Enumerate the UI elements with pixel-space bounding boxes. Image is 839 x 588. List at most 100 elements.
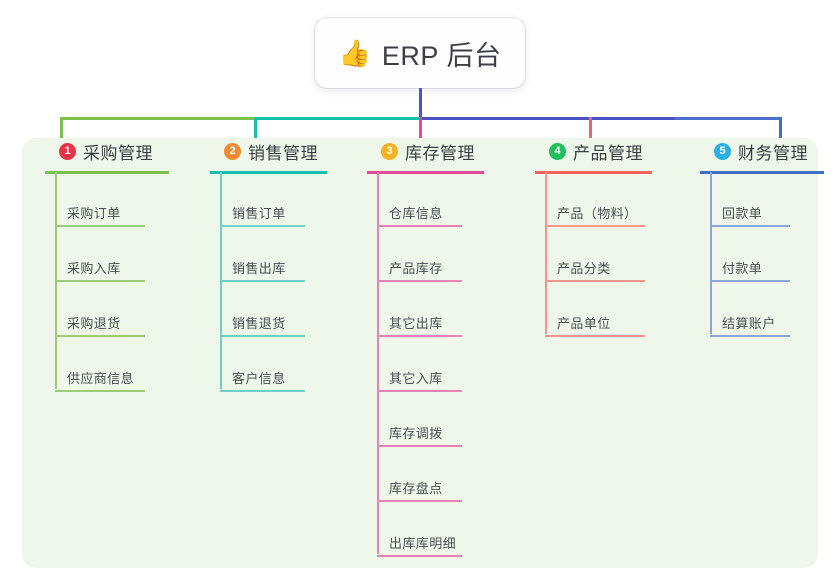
branch-header-rule — [535, 171, 652, 174]
branch-leaf-item[interactable]: 采购退货 — [45, 313, 157, 337]
branch-header-5[interactable]: 5 财务管理 — [700, 138, 808, 164]
branch-leaf-label: 供应商信息 — [67, 371, 135, 386]
branch-leaf-item[interactable]: 其它入库 — [367, 368, 474, 392]
branch-leaf-item[interactable]: 客户信息 — [210, 368, 317, 392]
branch-leaf-item[interactable]: 产品（物料） — [535, 203, 657, 227]
branch-leaf-label: 产品分类 — [557, 261, 611, 276]
branch-leaf-item[interactable]: 产品库存 — [367, 258, 474, 282]
branch-number-badge: 1 — [59, 142, 76, 160]
branch-rail — [377, 172, 379, 554]
branch-number-badge: 2 — [224, 142, 241, 160]
branch-leaf-underline — [377, 555, 462, 557]
branch-leaf-label: 产品单位 — [557, 316, 611, 331]
branch-leaf-item[interactable]: 库存盘点 — [367, 478, 474, 502]
branch-leaf-label: 产品库存 — [389, 261, 443, 276]
branch-leaf-item[interactable]: 付款单 — [700, 258, 802, 282]
branch-leaf-item[interactable]: 销售退货 — [210, 313, 317, 337]
branch-leaf-item[interactable]: 结算账户 — [700, 313, 802, 337]
connector-drop-3 — [419, 117, 422, 143]
branch-column-2: 2 销售管理销售订单销售出库销售退货客户信息 — [210, 138, 327, 392]
branch-leaf-label: 销售订单 — [232, 206, 286, 221]
branch-leaf-label: 采购入库 — [67, 261, 121, 276]
branch-leaf-label: 采购退货 — [67, 316, 121, 331]
branch-leaf-label: 库存盘点 — [389, 481, 443, 496]
branch-header-3[interactable]: 3 库存管理 — [367, 138, 475, 164]
branch-leaf-underline — [545, 225, 645, 227]
root-node-content: 👍 ERP 后台 — [339, 34, 502, 73]
segment-green — [60, 117, 255, 120]
connector-drop-1 — [60, 117, 63, 143]
branch-leaf-item[interactable]: 销售订单 — [210, 203, 317, 227]
branch-leaf-underline — [377, 225, 462, 227]
connector-drop-2 — [254, 117, 257, 143]
branch-leaf-label: 库存调拨 — [389, 426, 443, 441]
branch-number-badge: 5 — [714, 142, 731, 160]
branch-leaf-underline — [377, 445, 462, 447]
thumbs-up-icon: 👍 — [338, 38, 371, 68]
branch-leaf-item[interactable]: 销售出库 — [210, 258, 317, 282]
branch-leaf-underline — [377, 390, 462, 392]
branch-leaf-label: 产品（物料） — [557, 206, 638, 221]
branch-leaf-item[interactable]: 其它出库 — [367, 313, 474, 337]
branch-leaf-underline — [377, 335, 462, 337]
connector-drop-5 — [779, 117, 782, 143]
connector-drop-4 — [589, 117, 592, 143]
branch-number-badge: 3 — [381, 142, 398, 160]
branch-leaf-underline — [55, 280, 145, 282]
branch-leaf-item[interactable]: 仓库信息 — [367, 203, 474, 227]
branch-header-rule — [700, 171, 824, 174]
branch-leaf-item[interactable]: 产品分类 — [535, 258, 657, 282]
branch-leaf-underline — [545, 335, 645, 337]
branch-leaf-item[interactable]: 采购订单 — [45, 203, 157, 227]
branch-title: 产品管理 — [573, 143, 643, 163]
branch-leaf-item[interactable]: 库存调拨 — [367, 423, 474, 447]
branch-leaf-underline — [377, 280, 462, 282]
branch-leaf-item[interactable]: 供应商信息 — [45, 368, 157, 392]
branch-header-1[interactable]: 1 采购管理 — [45, 138, 153, 164]
segment-indigo — [419, 117, 675, 120]
branch-title: 销售管理 — [248, 143, 318, 163]
branch-column-3: 3 库存管理仓库信息产品库存其它出库其它入库库存调拨库存盘点出库库明细 — [367, 138, 484, 557]
branch-header-rule — [210, 171, 327, 174]
branch-leaf-underline — [220, 390, 305, 392]
branch-leaf-underline — [710, 335, 790, 337]
branch-leaf-label: 客户信息 — [232, 371, 286, 386]
branches-panel: 1 采购管理采购订单采购入库采购退货供应商信息 2 销售管理销售订单销售出库销售退货客… — [22, 138, 824, 568]
branch-title: 库存管理 — [405, 143, 475, 163]
branch-title: 财务管理 — [738, 143, 808, 163]
branch-leaf-label: 仓库信息 — [389, 206, 443, 221]
branch-leaf-underline — [220, 225, 305, 227]
branch-leaf-label: 出库库明细 — [389, 536, 457, 551]
branch-leaf-item[interactable]: 回款单 — [700, 203, 802, 227]
branch-leaf-underline — [710, 280, 790, 282]
branch-leaf-item[interactable]: 产品单位 — [535, 313, 657, 337]
branch-leaf-underline — [545, 280, 645, 282]
branch-title: 采购管理 — [83, 143, 153, 163]
branch-header-rule — [45, 171, 169, 174]
branch-leaf-underline — [220, 280, 305, 282]
branch-rail — [710, 172, 712, 334]
segment-teal — [255, 117, 419, 120]
branch-leaf-label: 结算账户 — [722, 316, 776, 331]
branch-leaf-label: 回款单 — [722, 206, 763, 221]
root-node[interactable]: 👍 ERP 后台 — [315, 18, 525, 88]
branch-leaf-underline — [55, 390, 145, 392]
branch-leaf-label: 销售出库 — [232, 261, 286, 276]
root-title: ERP 后台 — [381, 40, 502, 71]
branch-leaf-label: 销售退货 — [232, 316, 286, 331]
segment-blue — [675, 117, 781, 120]
branch-leaf-item[interactable]: 出库库明细 — [367, 533, 474, 557]
branch-column-5: 5 财务管理回款单付款单结算账户 — [700, 138, 824, 337]
branch-leaf-label: 付款单 — [722, 261, 763, 276]
branch-header-2[interactable]: 2 销售管理 — [210, 138, 318, 164]
root-stem — [419, 88, 422, 117]
branch-leaf-item[interactable]: 采购入库 — [45, 258, 157, 282]
branch-leaf-label: 采购订单 — [67, 206, 121, 221]
branch-column-1: 1 采购管理采购订单采购入库采购退货供应商信息 — [45, 138, 169, 392]
branch-leaf-label: 其它入库 — [389, 371, 443, 386]
branch-leaf-underline — [55, 335, 145, 337]
branch-header-rule — [367, 171, 484, 174]
